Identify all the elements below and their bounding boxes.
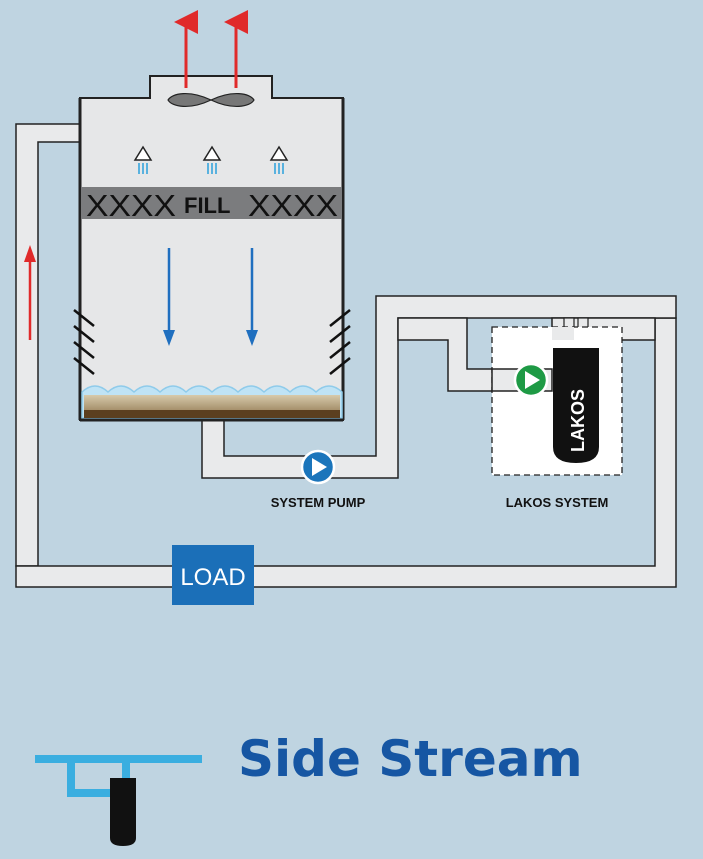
fan-icon xyxy=(167,93,255,107)
water-flow-arrow xyxy=(246,248,258,346)
right-louvers xyxy=(329,309,351,375)
lakos-system-label: LAKOS SYSTEM xyxy=(506,495,609,510)
fan-stack xyxy=(79,75,344,421)
fill-marks-right: XXXX xyxy=(248,188,338,223)
return-flow-arrow xyxy=(24,245,36,340)
lakos-brand-label: LAKOS xyxy=(568,389,588,452)
separator-icon xyxy=(553,348,599,463)
load-label: LOAD xyxy=(180,564,245,591)
basin-sediment xyxy=(81,385,343,419)
cooling-tower: XXXX FILL XXXX xyxy=(24,10,351,422)
water-flow-arrow xyxy=(163,248,175,346)
load-box: LOAD xyxy=(172,545,254,605)
system-pump: SYSTEM PUMP xyxy=(271,449,366,510)
system-pump-label: SYSTEM PUMP xyxy=(271,495,366,510)
fill-label: FILL xyxy=(184,193,230,218)
side-stream-icon xyxy=(35,755,202,846)
fill-marks-left: XXXX xyxy=(86,188,176,223)
page-title: Side Stream xyxy=(238,730,583,788)
lakos-system: LAKOS LAKOS SYSTEM xyxy=(491,326,623,510)
spray-nozzle-icon xyxy=(133,145,153,174)
spray-nozzle-icon xyxy=(269,145,289,174)
left-louvers xyxy=(73,309,95,375)
fill-band xyxy=(81,187,342,219)
spray-nozzle-icon xyxy=(202,145,222,174)
system-pump-pipe xyxy=(201,295,677,479)
